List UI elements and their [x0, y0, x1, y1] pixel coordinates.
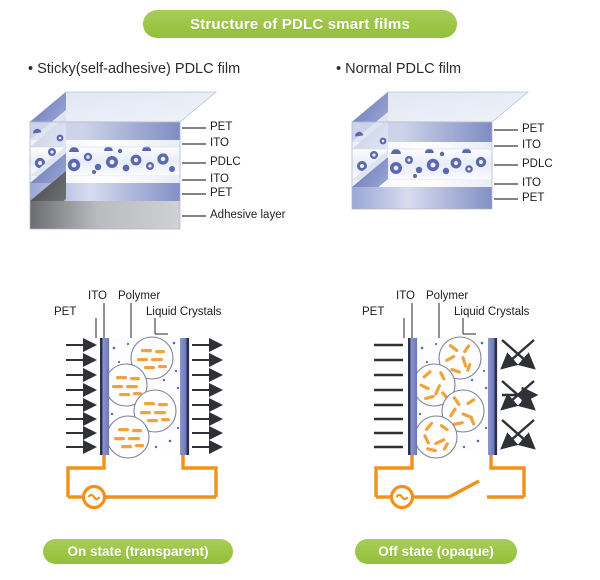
pet-substrate-right-on	[186, 338, 190, 455]
scattered-light-rays-off	[500, 339, 539, 450]
stack-right-label-ito-bottom: ITO	[522, 177, 541, 189]
stack-left-label-ito-top: ITO	[210, 137, 229, 149]
circuit-off-open	[374, 455, 526, 499]
section-subtitle-normal: • Normal PDLC film	[336, 61, 462, 77]
cell-off-label-lc: Liquid Crystals	[454, 306, 530, 318]
page-title: Structure of PDLC smart films	[143, 10, 457, 38]
ito-electrode-left-off	[410, 338, 418, 455]
pet-substrate-left-on	[100, 338, 103, 455]
cell-on-label-pet: PET	[54, 306, 77, 318]
ac-waveform-icon-off	[395, 493, 409, 501]
cell-off-label-ito: ITO	[396, 290, 415, 302]
stack-right-3d	[350, 91, 530, 210]
incoming-light-rays-off	[374, 343, 403, 449]
cell-on-label-polymer: Polymer	[118, 290, 161, 302]
lc-droplets-off	[412, 336, 485, 459]
incoming-light-rays-on	[66, 338, 97, 454]
ac-waveform-icon-on	[87, 493, 101, 501]
stack-right-label-ito-top: ITO	[522, 139, 541, 151]
state-label-on: On state (transparent)	[43, 539, 233, 564]
pet-substrate-right-off	[494, 338, 498, 455]
transmitted-light-rays-on	[192, 338, 223, 454]
switch-lever-off[interactable]	[448, 479, 480, 499]
pdlc-droplets-front-right	[390, 148, 487, 178]
lc-droplets-on	[104, 336, 177, 459]
cell-on-leaders	[95, 303, 168, 338]
liquid-crystal-rods-aligned	[137, 349, 167, 370]
stack-right-label-pet-bottom: PET	[522, 192, 545, 204]
stack-right-leaders	[494, 129, 518, 200]
cell-on-state	[66, 303, 223, 510]
state-label-off: Off state (opaque)	[355, 539, 517, 564]
liquid-crystal-rods-random	[445, 343, 472, 374]
cell-on-label-ito: ITO	[88, 290, 107, 302]
cell-off-leaders	[403, 303, 476, 338]
ito-electrode-left-on	[102, 338, 110, 455]
stack-left-leaders	[182, 127, 206, 217]
section-subtitle-sticky: • Sticky(self-adhesive) PDLC film	[28, 61, 241, 77]
cell-off-state	[374, 303, 539, 510]
stack-left-label-ito-bottom: ITO	[210, 173, 229, 185]
cell-off-label-polymer: Polymer	[426, 290, 469, 302]
circuit-on-closed	[66, 455, 218, 499]
stack-right-label-pdlc: PDLC	[522, 158, 553, 170]
ito-electrode-right-on	[180, 338, 187, 455]
stack-left-label-pet-top: PET	[210, 121, 233, 133]
cell-off-label-pet: PET	[362, 306, 385, 318]
stack-left-label-adhesive: Adhesive layer	[210, 209, 286, 221]
stack-left-3d	[28, 91, 218, 230]
pdlc-droplets-front-left	[67, 146, 175, 174]
stack-left-label-pet-bottom: PET	[210, 187, 233, 199]
cell-on-label-lc: Liquid Crystals	[146, 306, 222, 318]
stack-left-label-pdlc: PDLC	[210, 156, 241, 168]
stack-right-label-pet-top: PET	[522, 123, 545, 135]
ito-electrode-right-off	[488, 338, 495, 455]
pet-substrate-left-off	[408, 338, 411, 455]
